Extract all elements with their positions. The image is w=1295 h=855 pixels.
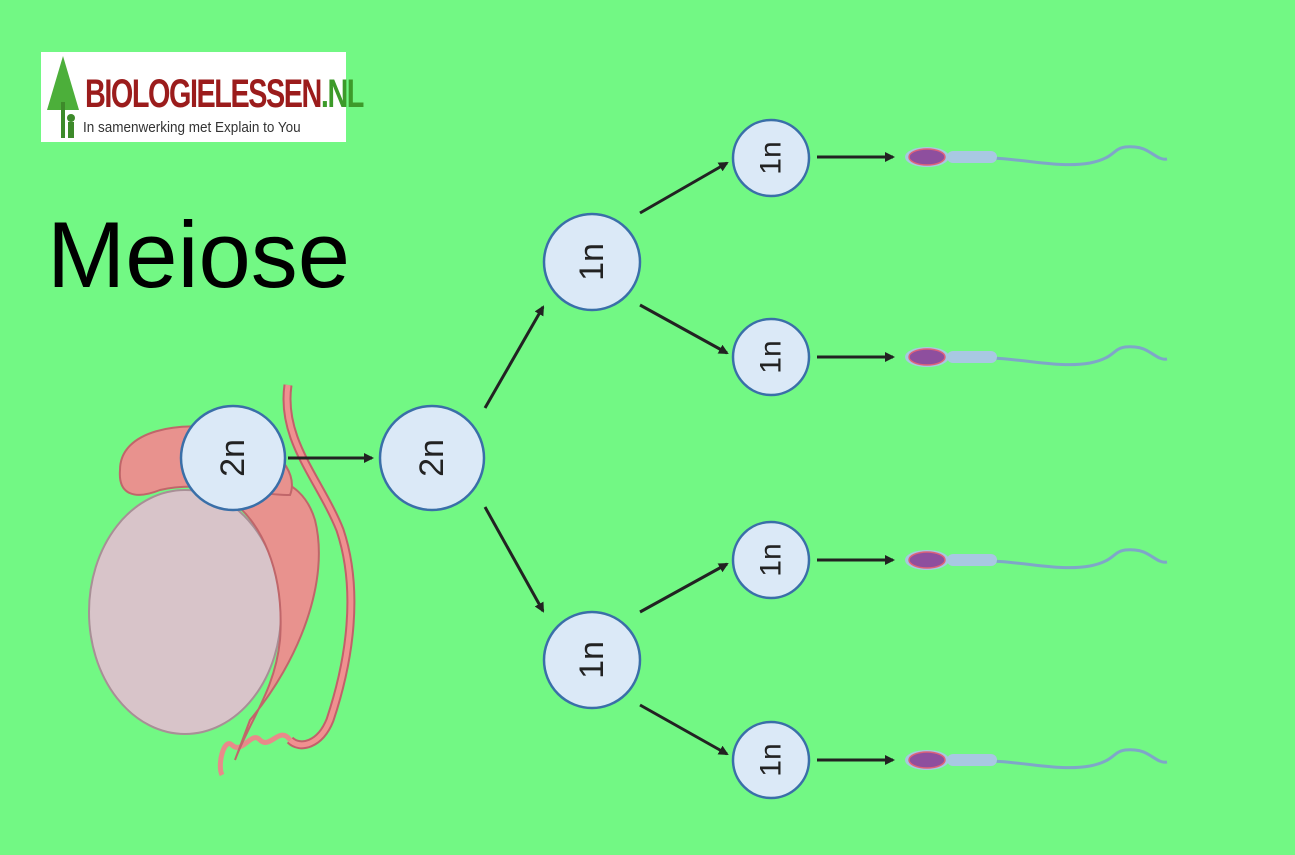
svg-text:1n: 1n [755, 340, 788, 373]
tree-icon [47, 56, 79, 138]
arrows [288, 152, 895, 765]
svg-text:1n: 1n [755, 543, 788, 576]
cell-secondary-bottom: 1n [542, 610, 642, 710]
arrow [639, 562, 729, 614]
biologielessen-logo: BIOLOGIELESSEN.NL In samenwerking met Ex… [41, 52, 364, 142]
cell-spermatid-3: 1n [731, 520, 811, 600]
arrow [483, 305, 545, 409]
svg-text:2n: 2n [413, 439, 451, 477]
sperm-icon [903, 748, 1169, 772]
svg-text:1n: 1n [755, 141, 788, 174]
arrow [483, 506, 545, 613]
cell-spermatid-2: 1n [731, 317, 811, 397]
sperm-icon [903, 145, 1169, 169]
svg-text:1n: 1n [573, 243, 611, 281]
logo-brand: BIOLOGIELESSEN.NL [85, 72, 364, 116]
cell-testis: 2n [179, 404, 287, 512]
cell-secondary-top: 1n [542, 212, 642, 312]
svg-text:2n: 2n [214, 439, 252, 477]
arrow [639, 303, 729, 355]
svg-text:1n: 1n [755, 743, 788, 776]
page-title: Meiose [47, 202, 351, 307]
cell-primary: 2n [378, 404, 486, 512]
cell-spermatid-4: 1n [731, 720, 811, 800]
sperm-icon [903, 548, 1169, 572]
arrow [639, 161, 729, 215]
sperm-icon [903, 345, 1169, 369]
svg-text:1n: 1n [573, 641, 611, 679]
testis [88, 489, 282, 735]
logo-tagline: In samenwerking met Explain to You [83, 119, 301, 136]
cell-spermatid-1: 1n [731, 118, 811, 198]
arrow [639, 703, 729, 756]
